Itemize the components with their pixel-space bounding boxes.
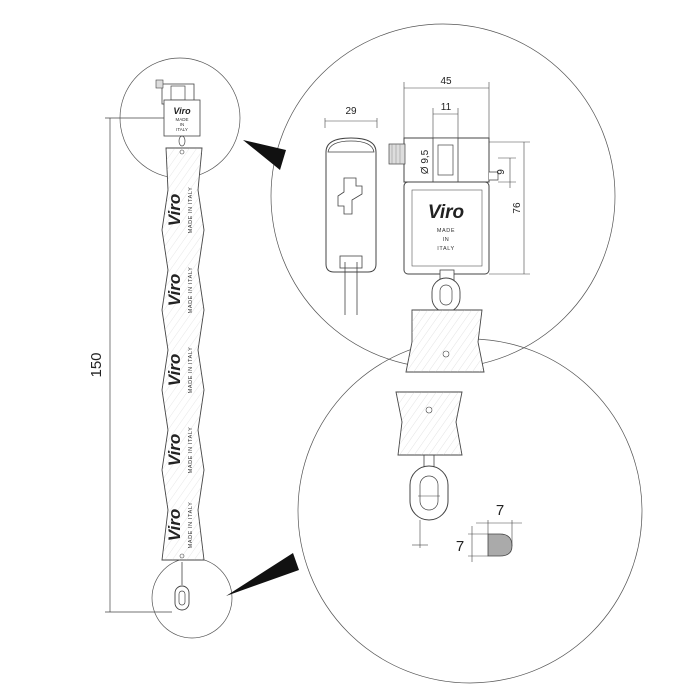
lock-height-label: 76	[512, 202, 523, 214]
detail-circle-bottom-large	[297, 338, 643, 684]
lock-width-label: 45	[440, 76, 452, 87]
lock-brand: Viro	[428, 202, 464, 223]
chain-sleeve: Viro MADE IN ITALY Viro MADE IN ITALY Vi…	[161, 147, 205, 561]
small-lock-text-2: IN	[180, 122, 185, 127]
lock-text-made: MADE	[437, 228, 455, 234]
sleeve-brand-5: Viro	[165, 509, 184, 541]
sleeve-fragment-bottom	[395, 391, 463, 456]
sleeve-brand-4: Viro	[165, 434, 184, 466]
callout-pointer-top	[243, 140, 286, 170]
link-cross-section: 7 7	[456, 502, 522, 562]
link-width-label: 7	[496, 502, 504, 519]
lock-side-view: 29	[324, 106, 378, 315]
sleeve-brand-1: Viro	[165, 194, 184, 226]
sleeve-made-in-italy-2: MADE IN ITALY	[188, 267, 194, 314]
shackle-clearance-label: 9	[496, 169, 507, 175]
sleeve-fragment-top	[405, 309, 485, 373]
link-detail	[409, 455, 449, 548]
lock-front-view: 45 11 Ø 9,5 Viro MADE IN ITALY 76 9	[388, 76, 530, 313]
small-end-link	[174, 562, 190, 611]
sleeve-brand-3: Viro	[165, 354, 184, 386]
sleeve-made-in-italy-1: MADE IN ITALY	[188, 187, 194, 234]
small-lock-brand: Viro	[173, 106, 191, 116]
small-lock: Viro MADE IN ITALY	[155, 79, 201, 147]
callout-pointer-bottom	[226, 553, 299, 596]
lock-depth-label: 29	[345, 106, 357, 117]
detail-circle-bottom-small	[151, 557, 233, 639]
sleeve-made-in-italy-4: MADE IN ITALY	[188, 427, 194, 474]
lock-text-in: IN	[443, 237, 450, 243]
small-lock-text-1: MADE	[175, 117, 188, 122]
lock-text-italy: ITALY	[437, 246, 454, 252]
sleeve-brand-2: Viro	[165, 274, 184, 306]
length-dimension: 150	[88, 117, 172, 613]
sleeve-made-in-italy-5: MADE IN ITALY	[188, 502, 194, 549]
small-lock-text-3: ITALY	[176, 127, 188, 132]
sleeve-made-in-italy-3: MADE IN ITALY	[188, 347, 194, 394]
link-height-label: 7	[456, 538, 464, 555]
shackle-diameter-label: Ø 9,5	[420, 149, 431, 174]
length-dimension-label: 150	[88, 352, 105, 377]
shackle-gap-label: 11	[441, 102, 452, 113]
